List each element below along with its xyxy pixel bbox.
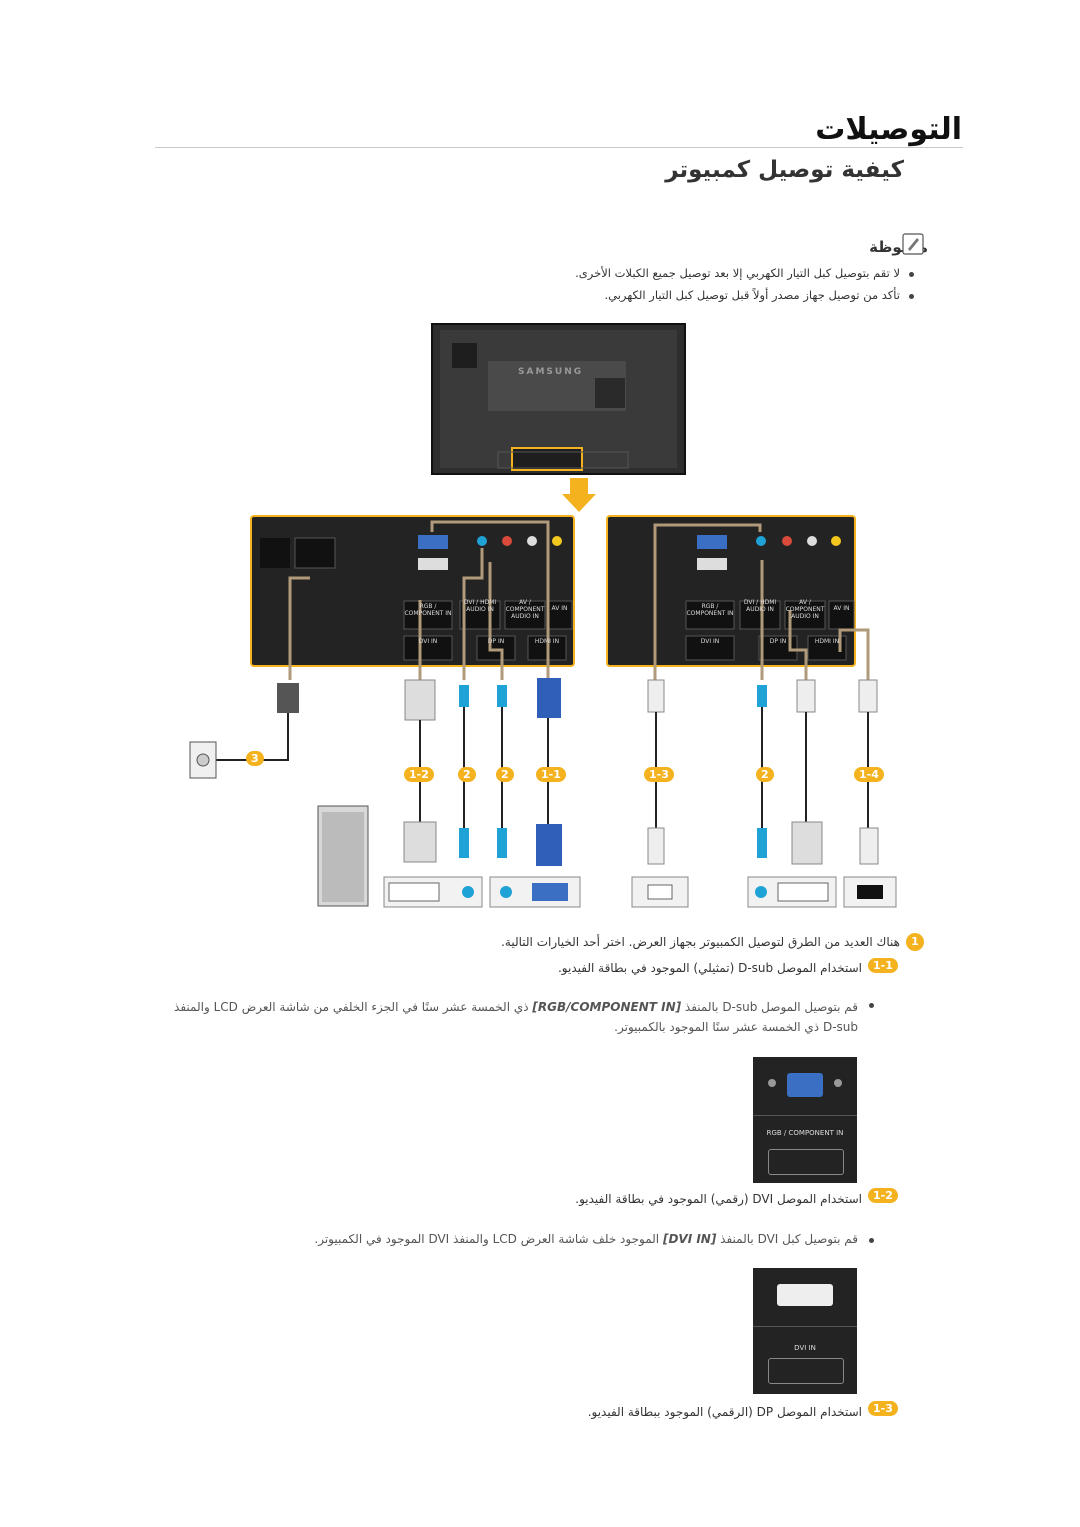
port-label: RGB / COMPONENT IN [766, 1129, 844, 1137]
port-label: AV IN [551, 605, 568, 612]
s12-heading: استخدام الموصل DVI (رقمي) الموجود في بطا… [575, 1192, 862, 1206]
port-label: AV / COMPONENT AUDIO IN [505, 599, 545, 620]
callout-badge: 1-1 [536, 767, 566, 782]
port-label: DVI IN [700, 638, 720, 645]
step-badge: 1-1 [868, 958, 898, 973]
s13-heading: استخدام الموصل DP (الرقمي) الموجود ببطاق… [587, 1405, 862, 1419]
callout-badge: 2 [458, 767, 476, 782]
dvi-port-image: DVI IN [753, 1268, 857, 1394]
port-label: DP IN [769, 638, 787, 645]
callout-badge: 2 [496, 767, 514, 782]
port-label: DVI / HDMI AUDIO IN [743, 599, 777, 613]
connection-diagram-art [189, 323, 897, 908]
brand-logo: SAMSUNG [518, 367, 584, 377]
rgb-port-image: RGB / COMPONENT IN [753, 1057, 857, 1183]
note-bullet: تأكد من توصيل جهاز مصدر أولاً قبل توصيل … [120, 288, 914, 302]
port-label: DVI / HDMI AUDIO IN [463, 599, 497, 613]
callout-badge: 3 [246, 751, 264, 766]
intro-text: هناك العديد من الطرق لتوصيل الكمبيوتر بج… [501, 935, 900, 949]
port-frame [768, 1149, 844, 1175]
dvi-port-icon [777, 1284, 833, 1306]
step-badge: 1-2 [868, 1188, 898, 1203]
callout-badge: 1-3 [644, 767, 674, 782]
connection-diagram: SAMSUNG RGB / COMPONENT IN DVI / HDMI AU… [170, 322, 910, 912]
screw-icon [834, 1079, 842, 1087]
screw-icon [768, 1079, 776, 1087]
port-label: HDMI IN [814, 638, 840, 645]
s11-heading: استخدام الموصل D-sub (تمثيلي) الموجود في… [557, 961, 862, 975]
port-label: DVI IN [418, 638, 438, 645]
step-badge: 1-3 [868, 1401, 898, 1416]
bullet-dot [869, 1238, 874, 1243]
port-label: AV IN [833, 605, 850, 612]
bullet-dot [869, 1003, 874, 1008]
callout-badge: 1-4 [854, 767, 884, 782]
port-label: RGB / COMPONENT IN [404, 603, 452, 617]
port-label: RGB / COMPONENT IN [686, 603, 734, 617]
title-divider [155, 147, 963, 148]
s11-bullet: قم بتوصيل الموصل D-sub بالمنفذ [RGB/COMP… [174, 1000, 858, 1034]
step-badge: 1 [906, 933, 924, 951]
note-bullet: لا تقم بتوصيل كبل التيار الكهربي إلا بعد… [120, 266, 914, 280]
note-pencil-icon [902, 233, 924, 255]
callout-badge: 1-2 [404, 767, 434, 782]
port-label: AV / COMPONENT AUDIO IN [785, 599, 825, 620]
section-title: كيفية توصيل كمبيوتر [665, 157, 904, 183]
divider [753, 1115, 857, 1116]
port-label: DVI IN [794, 1344, 816, 1352]
port-frame [768, 1358, 844, 1384]
divider [753, 1326, 857, 1327]
page-title: التوصيلات [815, 112, 962, 147]
s12-bullet: قم بتوصيل كبل DVI بالمنفذ [DVI IN] الموج… [314, 1232, 858, 1246]
vga-port-icon [787, 1073, 823, 1097]
port-label: DP IN [487, 638, 505, 645]
port-label: HDMI IN [534, 638, 560, 645]
callout-badge: 2 [756, 767, 774, 782]
